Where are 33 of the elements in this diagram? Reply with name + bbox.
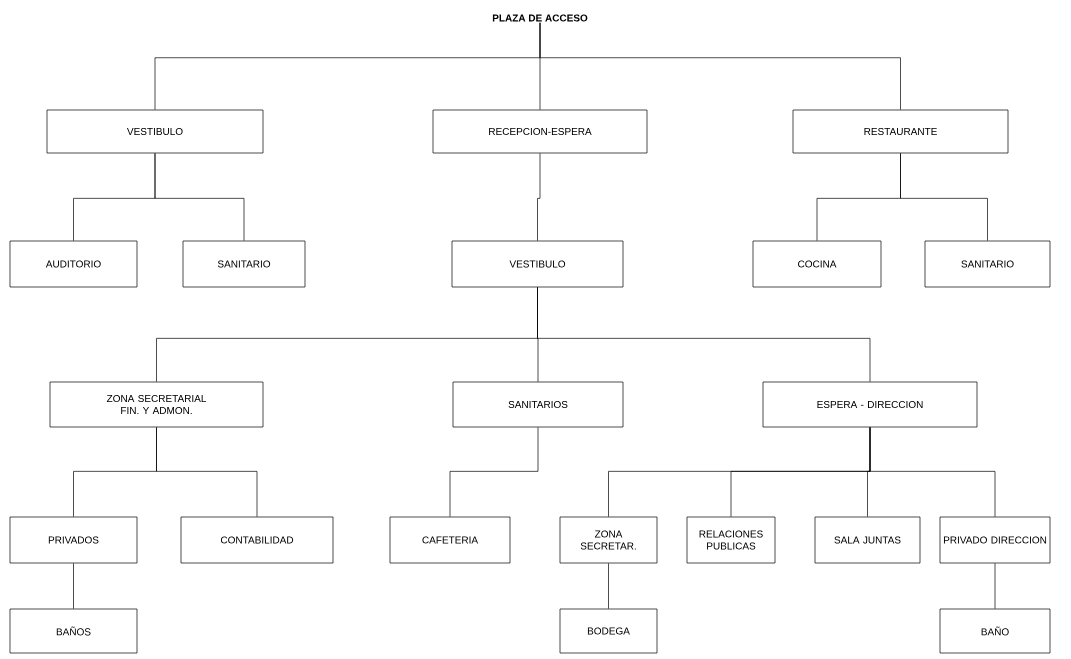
- connector-line: [539, 22, 901, 110]
- connector-line: [537, 153, 541, 241]
- room-box: BAÑO: [939, 608, 1051, 654]
- connector-line: [449, 427, 539, 517]
- connector-line: [154, 153, 245, 241]
- room-box: BODEGA: [559, 608, 658, 654]
- heading-text: PLAZA DE ACCESO: [492, 14, 588, 22]
- room-box: SANITARIOS: [452, 381, 624, 428]
- room-box: RELACIONES PUBLICAS: [686, 516, 776, 564]
- room-box: COCINA: [752, 240, 882, 288]
- room-box: SANITARIO: [182, 240, 306, 288]
- room-box: BAÑOS: [9, 608, 138, 654]
- room-box: CAFETERIA: [389, 516, 511, 564]
- room-box: ZONA SECRETAR.: [559, 516, 658, 564]
- room-box: VESTIBULO: [451, 240, 624, 288]
- room-box: PRIVADOS: [9, 516, 138, 564]
- connector-line: [900, 153, 988, 241]
- connector-line: [73, 563, 74, 609]
- room-box: PRIVADO DIRECCION: [939, 516, 1051, 564]
- room-box: ZONA SECRETARIAL FIN. Y ADMON.: [49, 381, 264, 428]
- room-box: RESTAURANTE: [792, 109, 1009, 154]
- connector-line: [537, 287, 871, 382]
- connector-line: [994, 563, 996, 609]
- connector-line: [869, 427, 996, 517]
- connector-line: [608, 563, 609, 609]
- room-box: AUDITORIO: [9, 240, 138, 288]
- room-box: VESTIBULO: [46, 109, 264, 154]
- room-box: ESPERA - DIRECCION: [762, 381, 978, 428]
- room-box: SANITARIO: [924, 240, 1051, 288]
- room-box: RECEPCION-ESPERA: [432, 109, 648, 154]
- room-box: SALA JUNTAS: [814, 516, 921, 564]
- room-box: CONTABILIDAD: [180, 516, 334, 564]
- connector-line: [156, 427, 258, 517]
